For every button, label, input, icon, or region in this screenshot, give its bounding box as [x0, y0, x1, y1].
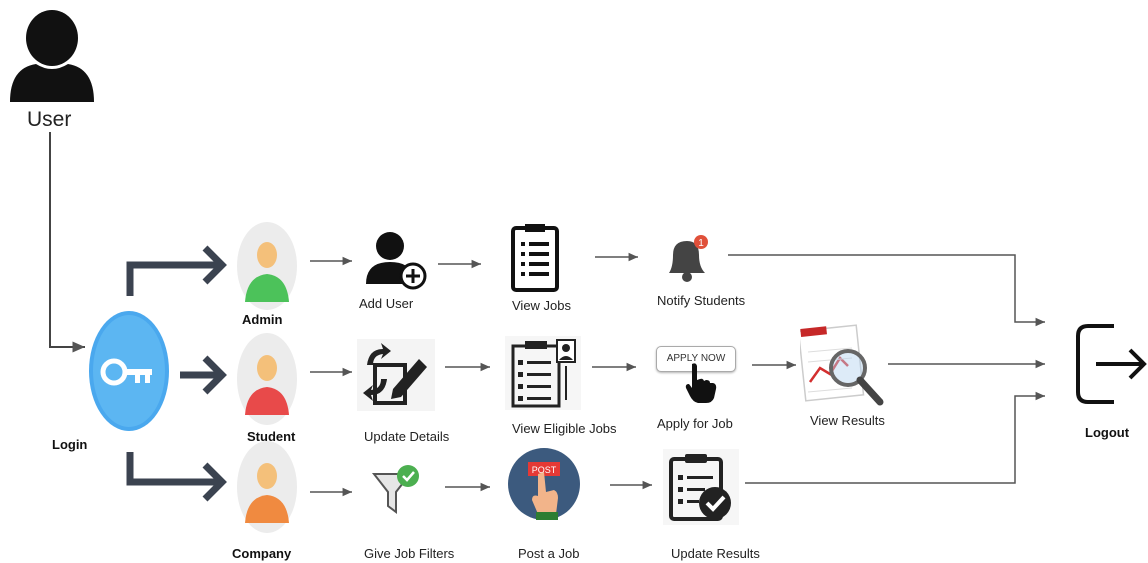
- give-job-filters-label: Give Job Filters: [364, 546, 455, 561]
- add-user-icon: [366, 232, 427, 290]
- update-details-label: Update Details: [364, 429, 450, 444]
- login-to-company-arrow: [126, 452, 218, 486]
- user-icon: [10, 10, 94, 102]
- logout-icon[interactable]: [1074, 320, 1148, 408]
- admin-avatar-icon: [237, 222, 297, 310]
- view-jobs-clipboard-icon: [511, 224, 559, 292]
- login-to-admin-arrow: [126, 261, 218, 296]
- update-results-label: Update Results: [671, 546, 760, 561]
- pointer-hand-icon: [685, 363, 717, 403]
- notification-bell-icon: 1: [669, 235, 708, 282]
- logout-label: Logout: [1085, 425, 1130, 440]
- user-to-login-line: [49, 132, 85, 353]
- view-eligible-jobs-label: View Eligible Jobs: [512, 421, 617, 436]
- post-a-job-label: Post a Job: [518, 546, 580, 561]
- eligible-jobs-icon: [505, 336, 581, 410]
- post-job-icon: POST: [508, 448, 580, 520]
- student-label: Student: [247, 429, 296, 444]
- post-sign-text: POST: [532, 465, 557, 475]
- apply-text: APPLY: [666, 353, 699, 364]
- view-results-label: View Results: [810, 413, 885, 428]
- now-text: NOW: [700, 353, 726, 364]
- update-results-icon: [663, 449, 739, 525]
- notify-students-label: Notify Students: [657, 293, 746, 308]
- add-user-label: Add User: [359, 296, 414, 311]
- company-avatar-icon: [237, 441, 297, 533]
- login-key-icon[interactable]: [88, 310, 170, 432]
- apply-for-job-label: Apply for Job: [657, 416, 733, 431]
- update-details-icon: [357, 339, 435, 411]
- student-avatar-icon: [237, 333, 297, 425]
- view-results-icon: [800, 324, 884, 406]
- login-label: Login: [52, 437, 88, 452]
- company-label: Company: [232, 546, 292, 561]
- user-label: User: [27, 108, 72, 131]
- admin-label: Admin: [242, 312, 283, 327]
- notification-count: 1: [698, 238, 704, 249]
- job-filter-icon: [371, 465, 419, 514]
- view-jobs-label: View Jobs: [512, 298, 572, 313]
